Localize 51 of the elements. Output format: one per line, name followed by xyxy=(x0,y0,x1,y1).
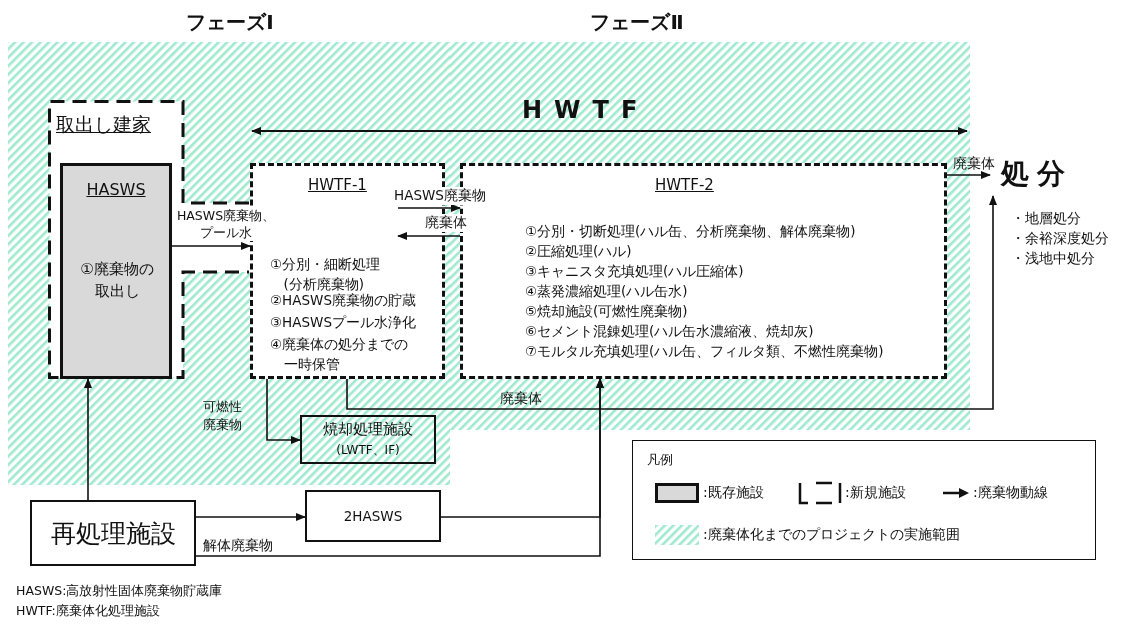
process-list-item: ②圧縮処理(ハル) xyxy=(525,243,632,261)
arrow xyxy=(266,378,301,444)
footnote: HASWS:高放射性固体廃棄物貯蔵庫 xyxy=(16,583,223,600)
building-label: 取出し建家 xyxy=(56,112,151,137)
disposal-method: ・浅地中処分 xyxy=(1011,250,1095,268)
process-list-item: ①分別・細断処理(分析廃棄物) xyxy=(270,255,382,293)
disposal-method: ・地層処分 xyxy=(1011,210,1081,228)
building-outline xyxy=(48,100,250,379)
facility-name: HWTF-2 xyxy=(655,176,714,194)
facility-name: HASWS xyxy=(85,180,147,199)
phase-heading: フェーズⅡ xyxy=(589,9,685,36)
facility-name: 焼却処理施設 xyxy=(322,420,414,439)
process-list-item: ②HASWS廃棄物の貯蔵 xyxy=(270,291,417,310)
edge-label: 可燃性廃棄物 xyxy=(201,398,243,434)
legend-text: :新規施設 xyxy=(845,484,906,502)
facility-name: HWTF-1 xyxy=(308,176,367,194)
process-list-item: ③HASWSプール水浄化 xyxy=(270,313,417,332)
legend-text: :廃棄物動線 xyxy=(973,484,1048,502)
edge-label: 廃棄体 xyxy=(500,390,542,408)
arrow xyxy=(195,378,604,557)
footnote: HWTF:廃棄体化処理施設 xyxy=(16,603,160,620)
facility-box xyxy=(60,163,172,379)
process-list-item: ⑥セメント混錬処理(ハル缶水濃縮液、焼却灰) xyxy=(525,323,814,341)
edge-label: 廃棄体 xyxy=(953,155,995,173)
span-label: HWTF xyxy=(522,96,650,124)
arrow xyxy=(397,232,461,240)
facility-function: ①廃棄物の取出し xyxy=(79,259,155,302)
arrow xyxy=(84,378,92,501)
process-list-item: ⑦モルタル充填処理(ハル缶、フィルタ類、不燃性廃棄物) xyxy=(525,343,884,361)
edge-label: 廃棄体 xyxy=(424,214,468,232)
legend-text: :廃棄体化までのプロジェクトの実施範囲 xyxy=(703,526,960,544)
facility-subname: (LWTF、IF) xyxy=(335,442,401,459)
edge-label: 解体廃棄物 xyxy=(203,537,273,555)
phase-heading: フェーズⅠ xyxy=(185,9,275,36)
process-list-item: ④廃棄体の処分までの一時保管 xyxy=(270,335,410,374)
legend-text: :既存施設 xyxy=(703,484,764,502)
arrow xyxy=(397,204,461,212)
arrow xyxy=(171,242,251,250)
facility-box: 再処理施設 xyxy=(30,500,196,566)
disposal-method: ・余裕深度処分 xyxy=(1011,230,1109,248)
process-list-item: ⑤焼却施設(可燃性廃棄物) xyxy=(525,303,688,321)
process-list-item: ③キャニスタ充填処理(ハル圧縮体) xyxy=(525,263,744,281)
legend-title: 凡例 xyxy=(647,451,673,469)
facility-box: 2HASWS xyxy=(305,490,441,542)
arrow xyxy=(346,195,997,410)
arrow xyxy=(195,513,306,521)
arrow xyxy=(946,171,991,179)
facility-box xyxy=(300,415,436,464)
process-list-item: ④蒸発濃縮処理(ハル缶水) xyxy=(525,283,688,301)
process-list-item: ①分別・切断処理(ハル缶、分析廃棄物、解体廃棄物) xyxy=(525,223,856,241)
edge-label: HASWS廃棄物 xyxy=(393,187,487,205)
